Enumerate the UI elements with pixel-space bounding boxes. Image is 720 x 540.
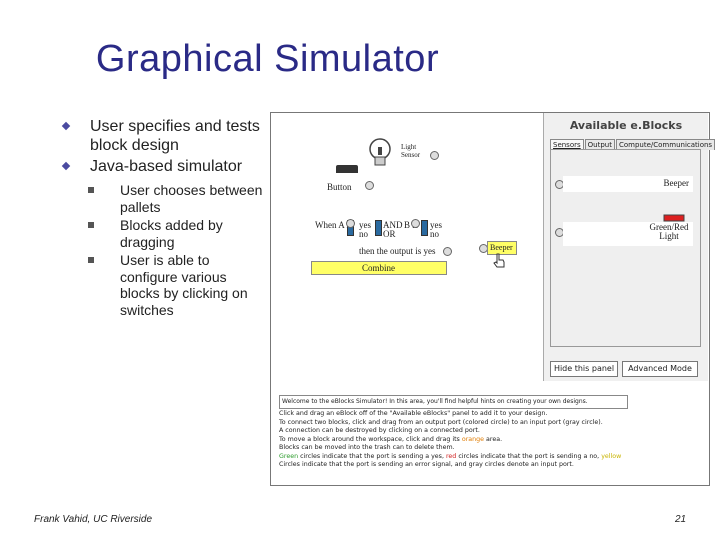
sub-bullet-text: Blocks added by dragging — [120, 217, 223, 250]
red-light-icon — [663, 214, 685, 222]
square-bullet-icon — [88, 222, 94, 228]
bullet-item: Java-based simulator — [60, 157, 270, 176]
logic-input-port-b[interactable] — [411, 219, 420, 228]
logic-output-port[interactable] — [443, 247, 452, 256]
b-yes-label: yes — [430, 220, 442, 230]
logic-block[interactable]: When A is yes no AND OR B is yes no then… — [311, 216, 447, 258]
light-sensor-label: Light Sensor — [401, 143, 421, 159]
sub-bullet-text: User chooses between pallets — [120, 182, 263, 215]
sub-bullet-item: User is able to configure various blocks… — [60, 252, 270, 318]
diamond-bullet-icon — [61, 121, 71, 131]
simulator-window: Light Sensor Button When A is yes no AND… — [270, 112, 716, 486]
sub-bullet-item: User chooses between pallets — [60, 182, 270, 215]
block-palette: Beeper Green/Red Light — [550, 149, 701, 347]
light-sensor-block[interactable]: Light Sensor — [393, 141, 433, 165]
hide-panel-button[interactable]: Hide this panel — [550, 361, 618, 377]
light-bulb-icon[interactable] — [366, 137, 394, 169]
help-text-part: area. — [486, 435, 503, 443]
palette-light-label: Green/Red Light — [649, 222, 689, 241]
page-number: 21 — [675, 514, 687, 525]
help-line: To connect two blocks, click and drag fr… — [279, 418, 603, 426]
advanced-mode-button[interactable]: Advanced Mode — [622, 361, 698, 377]
b-no-label: no — [430, 229, 439, 239]
help-text-part: To move a block around the workspace, cl… — [279, 435, 460, 443]
tab-compute-communications[interactable]: Compute/Communications — [615, 139, 716, 150]
tab-sensors[interactable]: Sensors — [550, 139, 584, 150]
bullet-text: User specifies and tests block design — [90, 118, 260, 154]
footer-author: Frank Vahid, UC Riverside — [34, 514, 153, 525]
tab-output[interactable]: Output — [584, 139, 615, 150]
red-word: red — [445, 452, 457, 460]
combine-label: Combine — [362, 263, 395, 273]
help-text-part: circles indicate that the port is sendin… — [300, 452, 444, 460]
orange-word: orange — [461, 435, 485, 443]
bullet-list: User specifies and tests block design Ja… — [60, 117, 270, 318]
button-label: Button — [327, 182, 352, 192]
help-line: To move a block around the workspace, cl… — [279, 436, 639, 445]
op-and-label: AND — [383, 220, 403, 230]
help-line: Circles indicate that the port is sendin… — [279, 461, 574, 468]
button-cap-icon — [336, 165, 358, 173]
square-bullet-icon — [88, 257, 94, 263]
green-word: Green — [279, 452, 299, 460]
hint-log-bar: Welcome to the eBlocks Simulator! In thi… — [279, 395, 628, 409]
a-yes-label: yes — [359, 220, 371, 230]
palette-beeper-block[interactable]: Beeper — [563, 176, 693, 192]
hand-cursor-icon — [493, 253, 505, 268]
workspace-beeper-block[interactable]: Beeper — [487, 241, 517, 255]
available-blocks-panel: Available e.Blocks Sensors Output Comput… — [543, 113, 716, 381]
logic-input-port-a[interactable] — [346, 219, 355, 228]
b-switch[interactable] — [421, 220, 428, 236]
when-a-label: When A is — [315, 220, 353, 230]
light-sensor-output-port[interactable] — [430, 151, 439, 160]
op-switch[interactable] — [375, 220, 382, 236]
then-output-label: then the output is yes — [359, 246, 436, 256]
yellow-word: yellow — [601, 452, 622, 460]
help-line: Green circles indicate that the port is … — [279, 453, 639, 462]
help-text-part: circles indicate that the port is sendin… — [458, 452, 600, 460]
button-block[interactable]: Button — [323, 173, 367, 197]
workspace[interactable]: Light Sensor Button When A is yes no AND… — [271, 113, 543, 381]
sub-bullet-item: Blocks added by dragging — [60, 217, 270, 250]
diamond-bullet-icon — [61, 161, 71, 171]
a-no-label: no — [359, 229, 368, 239]
bullet-item: User specifies and tests block design — [60, 117, 270, 155]
palette-green-red-light-block[interactable]: Green/Red Light — [563, 222, 693, 246]
sub-bullet-text: User is able to configure various blocks… — [120, 252, 248, 318]
workspace-beeper-label: Beeper — [490, 243, 513, 252]
palette-tabs: Sensors Output Compute/Communications — [550, 139, 716, 150]
op-or-label: OR — [383, 229, 396, 239]
square-bullet-icon — [88, 187, 94, 193]
slide-title: Graphical Simulator — [95, 38, 440, 80]
button-output-port[interactable] — [365, 181, 374, 190]
help-line: Click and drag an eBlock off of the "Ava… — [279, 410, 548, 417]
panel-title: Available e.Blocks — [569, 119, 683, 132]
sub-bullet-list: User chooses between pallets Blocks adde… — [60, 182, 270, 318]
help-line: Blocks can be moved into the trash can t… — [279, 444, 455, 451]
bullet-text: Java-based simulator — [90, 158, 243, 175]
palette-beeper-label: Beeper — [663, 178, 689, 188]
help-text: Click and drag an eBlock off of the "Ava… — [279, 410, 639, 470]
combine-bar[interactable]: Combine — [311, 261, 447, 275]
help-line: A connection can be destroyed by clickin… — [279, 427, 480, 434]
